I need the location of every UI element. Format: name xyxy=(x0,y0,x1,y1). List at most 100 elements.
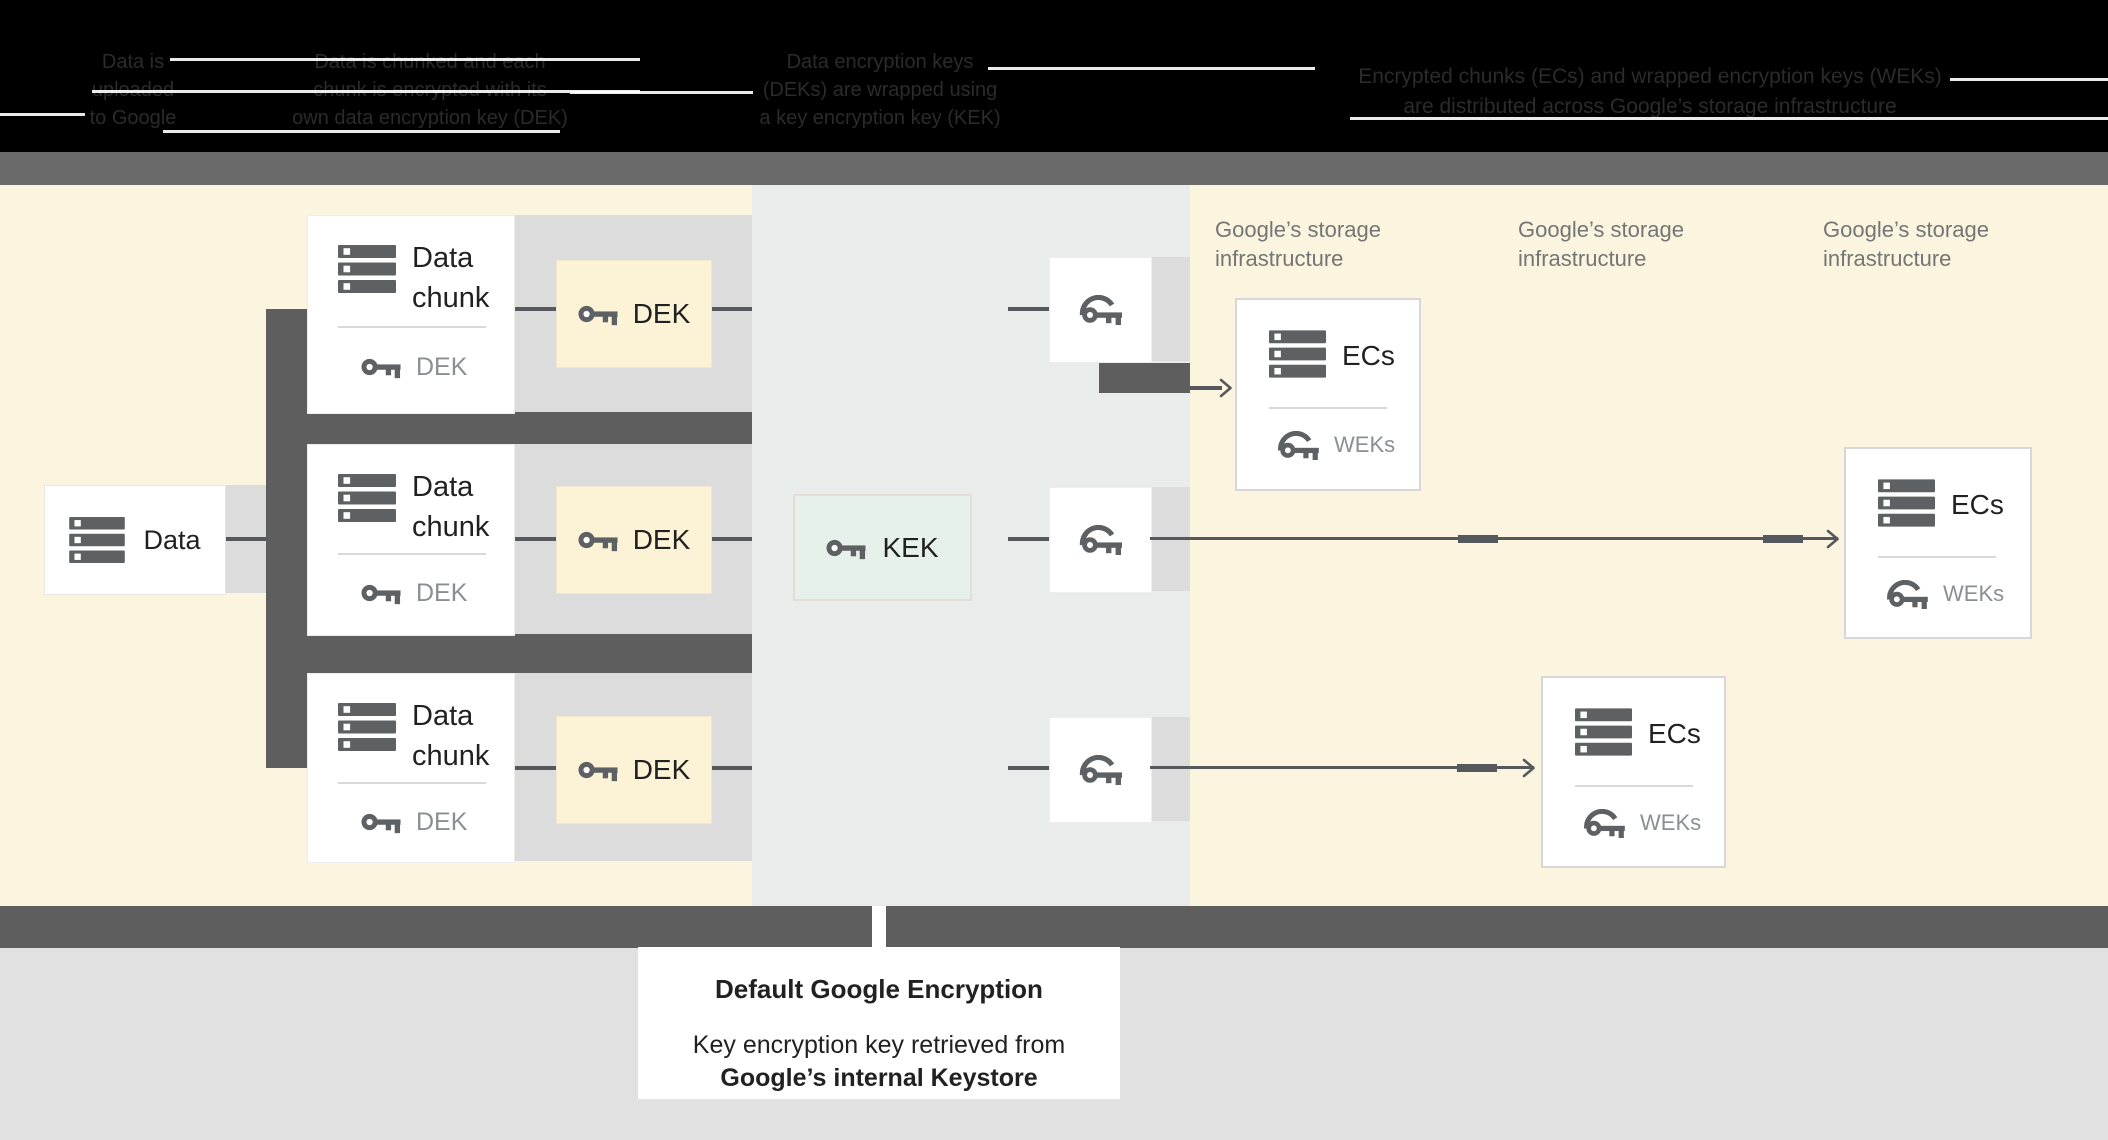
ec-title: ECs xyxy=(1648,718,1701,749)
arrowhead-icon xyxy=(1219,378,1233,398)
wrapped-key-icon xyxy=(1079,755,1123,785)
redacted-header: Data is uploaded to Google Data is chunk… xyxy=(0,0,2108,152)
wrapped-key-strip xyxy=(1150,257,1190,361)
bottom-separator-band xyxy=(0,906,2108,948)
card-divider xyxy=(338,782,486,784)
header-line: a key encryption key (KEK) xyxy=(759,107,1001,129)
card-divider xyxy=(338,326,486,328)
card-divider xyxy=(1575,785,1693,787)
connector-line xyxy=(710,307,752,311)
data-chunk-card: Data chunk DEK xyxy=(307,215,515,414)
chunk-dek-label: DEK xyxy=(416,352,468,381)
wrapped-key-box xyxy=(1049,257,1152,363)
connector-line xyxy=(710,766,752,770)
dek-label: DEK xyxy=(632,754,691,785)
connector-line xyxy=(513,537,556,541)
weks-label: WEKs xyxy=(1640,810,1702,835)
data-box: Data xyxy=(44,485,226,595)
header-line: to Google xyxy=(89,107,177,129)
storage-label-line: Google’s storage xyxy=(1215,217,1381,242)
kek-box: KEK xyxy=(793,494,972,601)
row-divider-bar xyxy=(266,412,752,444)
connector-line xyxy=(1008,766,1049,770)
redaction-streak xyxy=(92,90,640,93)
kek-caption-connector xyxy=(872,906,886,948)
header-col-wrapping: Data encryption keys (DEKs) are wrapped … xyxy=(670,48,1090,132)
header-line: Encrypted chunks (ECs) and wrapped encry… xyxy=(1358,65,1942,88)
connector-line xyxy=(1008,537,1049,541)
storage-label-line: infrastructure xyxy=(1518,246,1647,271)
header-line: Data is chunked and each xyxy=(314,51,546,73)
header-col-chunking: Data is chunked and each chunk is encryp… xyxy=(220,48,640,132)
storage-label-line: Google’s storage xyxy=(1518,217,1684,242)
server-stack-icon xyxy=(338,703,396,751)
server-stack-icon xyxy=(69,517,125,563)
header-line: Data is xyxy=(101,51,165,73)
card-divider xyxy=(1878,556,1996,558)
arrow-line-segment xyxy=(1457,764,1497,772)
caption-body-line: Key encryption key retrieved from xyxy=(692,1031,1066,1059)
server-stack-icon xyxy=(1575,708,1632,756)
storage-infrastructure-label: Google’s storage infrastructure xyxy=(1215,215,1381,273)
dek-box: DEK xyxy=(556,486,712,594)
data-chunk-title: Data chunk xyxy=(412,242,490,314)
connector-line xyxy=(710,537,752,541)
card-divider xyxy=(338,553,486,555)
caption-box: Default Google Encryption Key encryption… xyxy=(638,947,1120,1099)
arrow-line-segment xyxy=(1458,535,1498,543)
fan-out-bar xyxy=(266,309,307,768)
dek-label: DEK xyxy=(632,524,691,555)
storage-infrastructure-label: Google’s storage infrastructure xyxy=(1823,215,1989,273)
wrapped-key-icon xyxy=(1886,580,1929,609)
storage-label-line: infrastructure xyxy=(1215,246,1344,271)
key-icon xyxy=(578,302,618,326)
wrapped-key-box xyxy=(1049,487,1152,593)
header-line: Data encryption keys xyxy=(786,51,974,73)
chunk-dek-label: DEK xyxy=(416,578,468,607)
ec-title: ECs xyxy=(1951,489,2004,520)
dek-box: DEK xyxy=(556,260,712,368)
connector-line xyxy=(1008,307,1049,311)
connector-line xyxy=(513,307,556,311)
row-divider-bar xyxy=(266,634,752,674)
kek-label: KEK xyxy=(882,531,939,563)
key-icon xyxy=(361,355,401,379)
connector-line xyxy=(513,766,556,770)
header-line: are distributed across Google’s storage … xyxy=(1403,95,1897,118)
weks-label: WEKs xyxy=(1943,581,2005,606)
wrapped-key-icon xyxy=(1277,431,1320,460)
redaction-streak xyxy=(0,113,85,116)
dek-box: DEK xyxy=(556,716,712,824)
wrapped-key-icon xyxy=(1079,295,1123,325)
redaction-streak xyxy=(163,130,560,133)
arrow-line-segment xyxy=(1763,535,1803,543)
data-chunk-card: Data chunk DEK xyxy=(307,444,515,636)
header-line: own data encryption key (DEK) xyxy=(292,107,568,129)
dek-label: DEK xyxy=(632,298,691,329)
arrow-line xyxy=(1190,386,1222,390)
wrapped-key-icon xyxy=(1583,809,1626,838)
weks-label: WEKs xyxy=(1334,432,1396,457)
card-divider xyxy=(1269,407,1387,409)
data-chunk-title: Data chunk xyxy=(412,471,490,543)
server-stack-icon xyxy=(1878,479,1935,527)
redaction-streak xyxy=(1950,78,2108,81)
wrapped-key-icon xyxy=(1079,525,1123,555)
header-col-distribution: Encrypted chunks (ECs) and wrapped encry… xyxy=(1270,62,2030,122)
redaction-streak xyxy=(170,58,640,61)
key-icon xyxy=(578,758,618,782)
encryption-flow-diagram: Google’s storage infrastructure Google’s… xyxy=(0,185,2108,906)
storage-label-line: infrastructure xyxy=(1823,246,1952,271)
ec-card: ECs WEKs xyxy=(1541,676,1726,868)
connector-line xyxy=(224,537,266,541)
ec-card: ECs WEKs xyxy=(1844,447,2032,639)
ec-card: ECs WEKs xyxy=(1235,298,1421,491)
storage-infrastructure-label: Google’s storage infrastructure xyxy=(1518,215,1684,273)
server-stack-icon xyxy=(338,245,396,293)
arrowhead-icon xyxy=(1522,758,1536,778)
key-icon xyxy=(361,810,401,834)
server-stack-icon xyxy=(1269,330,1326,378)
storage-label-line: Google’s storage xyxy=(1823,217,1989,242)
data-chunk-title: Data chunk xyxy=(412,700,490,772)
